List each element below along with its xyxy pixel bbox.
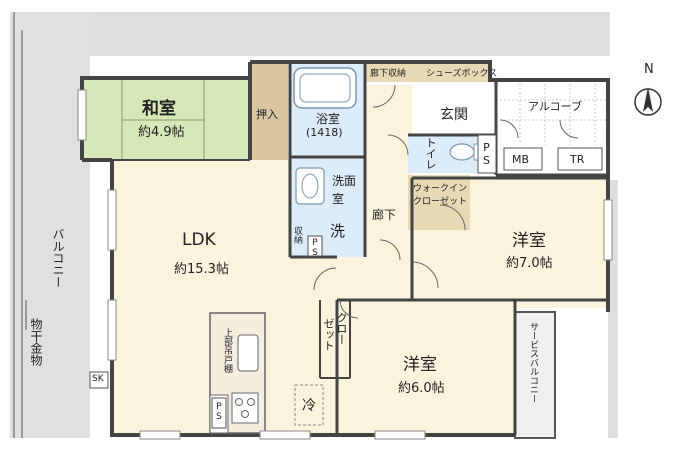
kitchen-top-label: 上部吊戸棚 [222,328,232,373]
balcony-label: バルコニー [51,228,65,288]
service-balcony-label: サービスバルコニー [528,322,538,403]
alcove-label: アルコーブ [528,100,583,113]
genkan-label: 玄関 [440,107,468,123]
tr-label: TR [570,153,585,166]
shuno-label: 収納 [292,226,302,244]
washitsu-name: 和室 [142,99,176,119]
ldk-name: LDK [182,230,216,250]
hall-storage-label: 廊下収納 [370,69,407,79]
senmen-label-2: 室 [332,192,345,206]
fridge-label: 冷 [302,398,316,414]
bathroom-name: 浴室 [316,112,341,126]
shoebox-floor [365,62,490,82]
north-label: N [644,62,654,77]
youshitsu-b-size: 約6.0帖 [398,381,445,396]
bathtub [293,67,357,109]
oshiire-floor [250,62,288,160]
mb-label: MB [512,153,530,166]
outdoor-top [90,12,610,56]
shoebox-label: シューズボックス [426,69,498,79]
tr-box [557,147,603,171]
senmen-label-1: 洗面 [332,174,357,188]
youshitsu-b-name: 洋室 [403,355,437,375]
genkan-floor [412,85,496,135]
mb-box [503,147,543,171]
washbasin [295,167,325,205]
wic-floor [408,175,470,230]
compass-icon [634,87,662,116]
monohoshi-label: 物干金物 [29,318,43,366]
washer-label: 洗 [330,222,346,240]
ps-box-top [477,134,497,174]
sk-box [89,371,109,389]
hallway-label: 廊下 [372,208,397,222]
sk-label: SK [92,374,104,384]
youshitsu-a-size: 約7.0帖 [506,256,553,271]
wic-label-1: ウォークイン [413,184,468,194]
outdoor-right [608,180,618,438]
ps-label-wash: PS [310,238,320,258]
closet-label-2: ゼット [322,318,335,351]
service-balcony-area [514,311,556,439]
oshiire-label: 押入 [256,108,278,121]
toilet-bowl [449,143,475,161]
bathroom-code: (1418) [306,126,343,139]
youshitsu-a-name: 洋室 [512,231,546,251]
ldk-size: 約15.3帖 [174,262,229,277]
ps-box-wash [307,235,323,257]
toilet-label: トイレ [424,137,437,170]
youshitsu-b-floor [337,305,515,435]
closet-label-1: クロー [335,312,348,345]
fridge-space [294,384,324,426]
washitsu-size: 約4.9帖 [138,125,185,140]
wic-label-2: クローゼット [413,197,468,207]
ps-box-kitchen [211,397,227,429]
washitsu-floor [82,78,250,160]
ps-label-kitchen: PS [214,402,224,422]
ps-label-top: PS [480,141,493,167]
closet-floor [320,305,350,377]
balcony-area [10,12,90,438]
